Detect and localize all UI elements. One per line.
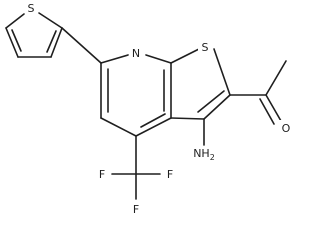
bond-pyridine-n-c7a	[145, 54, 172, 64]
bond-pyridine-inner-3	[140, 113, 166, 128]
label-mask-f-bottom	[130, 201, 142, 217]
bond-fused-c3-c3a	[170, 117, 205, 120]
fluorine-right-label: F	[167, 168, 173, 181]
bond-pyridine-c6-n	[100, 54, 129, 64]
bond-acetyl-carbonyl-2	[259, 98, 275, 125]
label-mask-fused-s	[198, 39, 212, 55]
bond-thiophene-c4-s	[38, 12, 63, 29]
thiophene-sulfur-label: S	[28, 2, 35, 15]
bond-thiophene-c1-c2	[5, 27, 19, 58]
bond-pyridine-c3a-c4	[135, 117, 172, 137]
molecule-structure: S N S O NH2 F F F	[5, 0, 293, 217]
bond-thiophene-c1-c2-inner	[11, 29, 22, 52]
fluorine-bottom-label: F	[133, 203, 139, 216]
atom-label-layer: S N S O NH2 F F F	[25, 0, 293, 217]
bond-fused-c7a-s	[170, 48, 200, 64]
label-mask-pyridine-n	[129, 45, 143, 61]
bond-acetyl-carbon-methyl	[265, 60, 287, 96]
label-mask-amino	[187, 146, 221, 164]
bond-pyridine-c4-c5	[100, 117, 137, 137]
bond-thiophene-c3-c4	[50, 27, 63, 58]
fused-sulfur-label: S	[202, 41, 209, 54]
bond-thiophene-c3-c4-inner	[46, 30, 57, 53]
bond-fused-c2-c3	[203, 94, 231, 120]
label-mask-f-right	[164, 166, 176, 182]
amino-label: NH2	[193, 147, 215, 162]
bond-fused-s-c2	[213, 48, 231, 96]
bond-thiophene-s-c1	[5, 13, 25, 29]
label-mask-f-left	[96, 166, 108, 182]
bond-layer	[5, 12, 287, 200]
bond-thiophene-pyridine	[61, 27, 102, 64]
amino-subscript-label: 2	[210, 153, 215, 162]
label-mask-thiophene-s	[25, 0, 37, 16]
pyridine-nitrogen-label: N	[132, 47, 140, 60]
ketone-oxygen-label: O	[282, 122, 291, 135]
amino-main-label: NH	[193, 147, 210, 160]
bond-acetyl-carbonyl-1	[265, 94, 282, 122]
label-mask-ketone-o	[279, 120, 293, 136]
bond-fused-inner	[197, 90, 225, 113]
fluorine-left-label: F	[99, 168, 105, 181]
